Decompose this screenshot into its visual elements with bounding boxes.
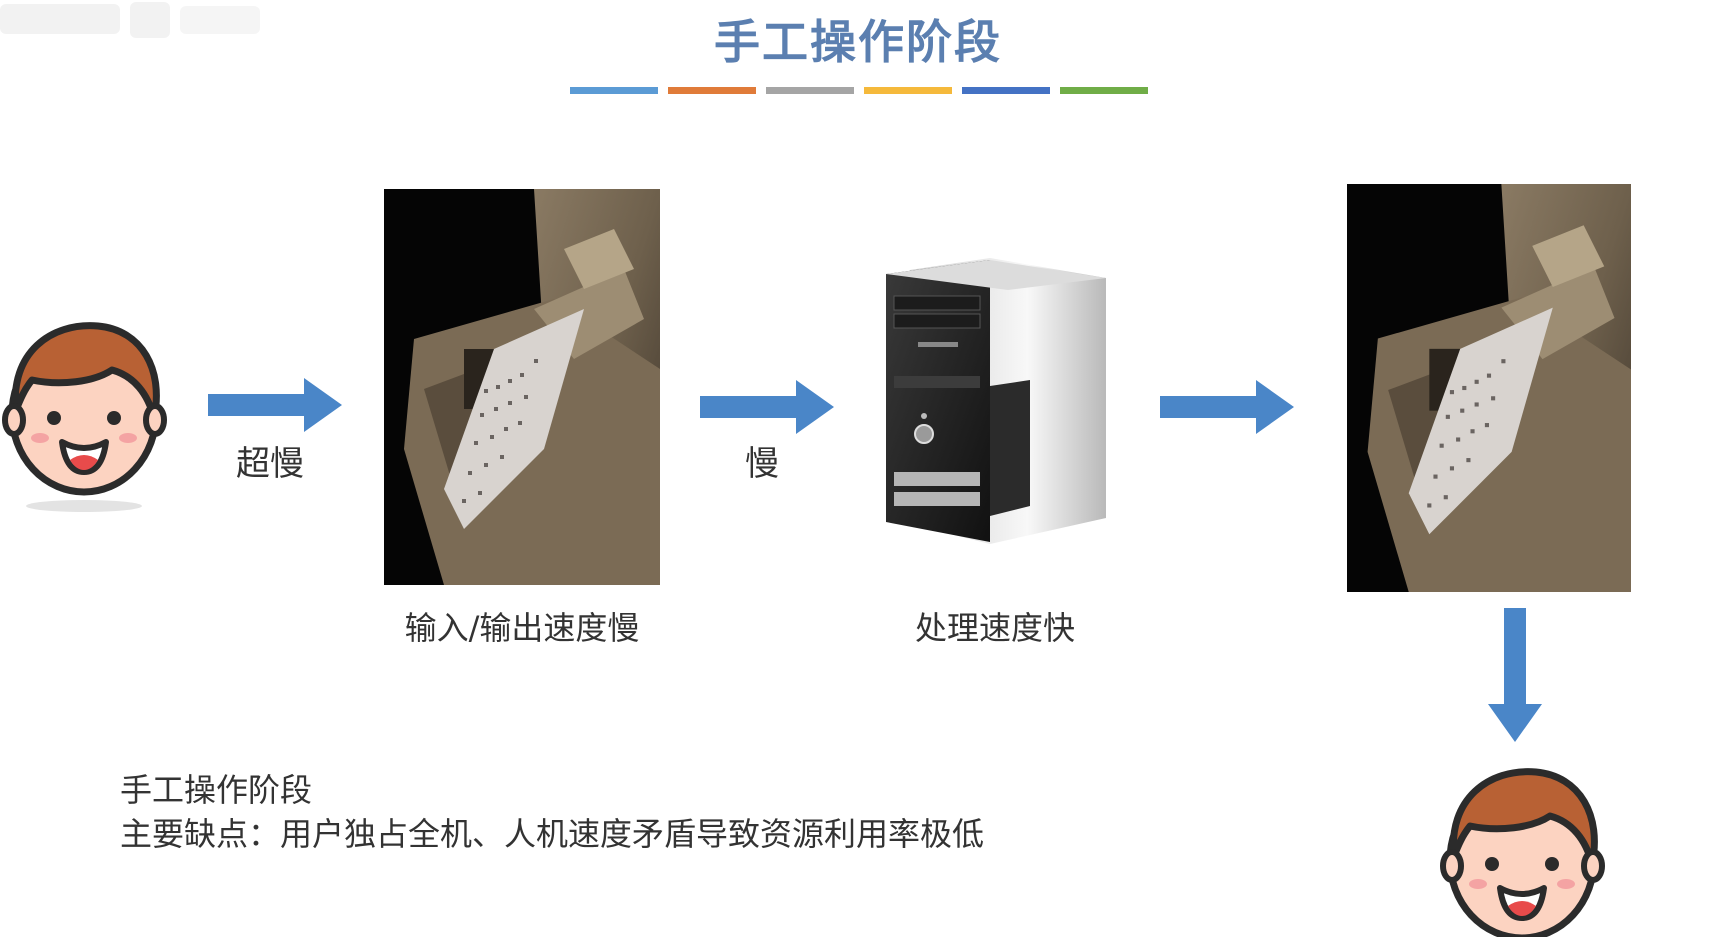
divider-segment bbox=[766, 87, 854, 94]
flow-arrow-down bbox=[1488, 608, 1542, 742]
divider-segment bbox=[864, 87, 952, 94]
divider-segment bbox=[962, 87, 1050, 94]
note-heading: 手工操作阶段 bbox=[120, 771, 313, 809]
flow-arrow-right bbox=[1160, 380, 1294, 434]
punch-card-machine-photo bbox=[384, 189, 660, 585]
user-face-icon bbox=[1440, 768, 1605, 937]
summary-note: 手工操作阶段 主要缺点：用户独占全机、人机速度矛盾导致资源利用率极低 bbox=[120, 768, 984, 856]
note-drawbacks: 主要缺点：用户独占全机、人机速度矛盾导致资源利用率极低 bbox=[120, 815, 985, 853]
divider-segment bbox=[570, 87, 658, 94]
flow-arrow-right bbox=[208, 378, 342, 432]
arrow-label-superslow: 超慢 bbox=[236, 444, 304, 484]
user-face-icon bbox=[2, 322, 167, 512]
divider-segment bbox=[668, 87, 756, 94]
flow-arrow-right bbox=[700, 380, 834, 434]
computer-tower-icon bbox=[886, 258, 1106, 544]
divider-segment bbox=[1060, 87, 1148, 94]
io-speed-caption: 输入/输出速度慢 bbox=[404, 609, 640, 647]
arrow-label-slow: 慢 bbox=[745, 444, 779, 484]
watermark-logo-icon bbox=[0, 2, 260, 38]
punch-card-machine-photo bbox=[1347, 184, 1631, 592]
page-title: 手工操作阶段 bbox=[714, 15, 1002, 69]
cpu-speed-caption: 处理速度快 bbox=[914, 609, 1075, 647]
